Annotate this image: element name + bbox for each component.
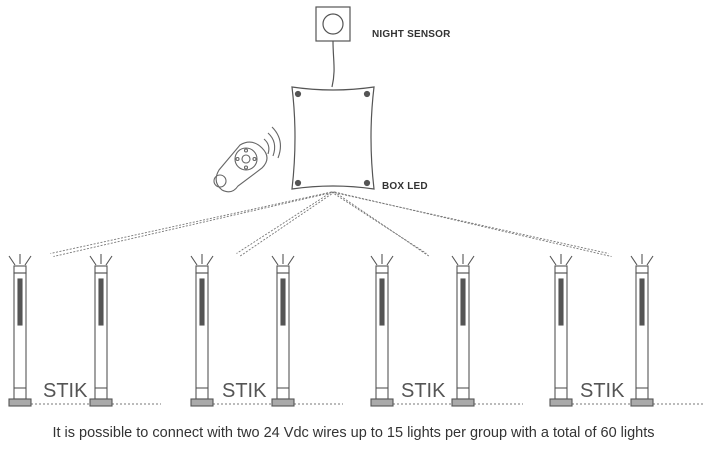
wires	[31, 191, 705, 405]
stik-light-icon	[630, 254, 654, 407]
led-wire	[334, 191, 612, 257]
led-wire	[331, 191, 609, 254]
group-label-1: STIK	[43, 380, 88, 402]
group-label-3: STIK	[401, 380, 446, 402]
box-led-label: BOX LED	[382, 181, 428, 192]
stik-light-icon	[8, 254, 32, 407]
lights	[8, 254, 654, 407]
night-sensor-icon	[315, 6, 351, 42]
stik-light-icon	[370, 254, 394, 407]
night-sensor-label: NIGHT SENSOR	[372, 29, 451, 40]
caption: It is possible to connect with two 24 Vd…	[52, 425, 655, 441]
box-led-icon	[291, 86, 375, 190]
led-wire	[239, 191, 335, 257]
led-wire	[236, 191, 332, 254]
stik-light-icon	[549, 254, 573, 407]
remote-control-icon	[213, 126, 281, 193]
stik-light-icon	[271, 254, 295, 407]
led-wire	[53, 191, 335, 257]
stik-light-icon	[89, 254, 113, 407]
stik-light-icon	[190, 254, 214, 407]
led-wire	[334, 191, 430, 257]
stik-light-icon	[451, 254, 475, 407]
led-wire	[50, 191, 332, 254]
sensor-cable	[331, 40, 335, 88]
group-label-4: STIK	[580, 380, 625, 402]
group-label-2: STIK	[222, 380, 267, 402]
